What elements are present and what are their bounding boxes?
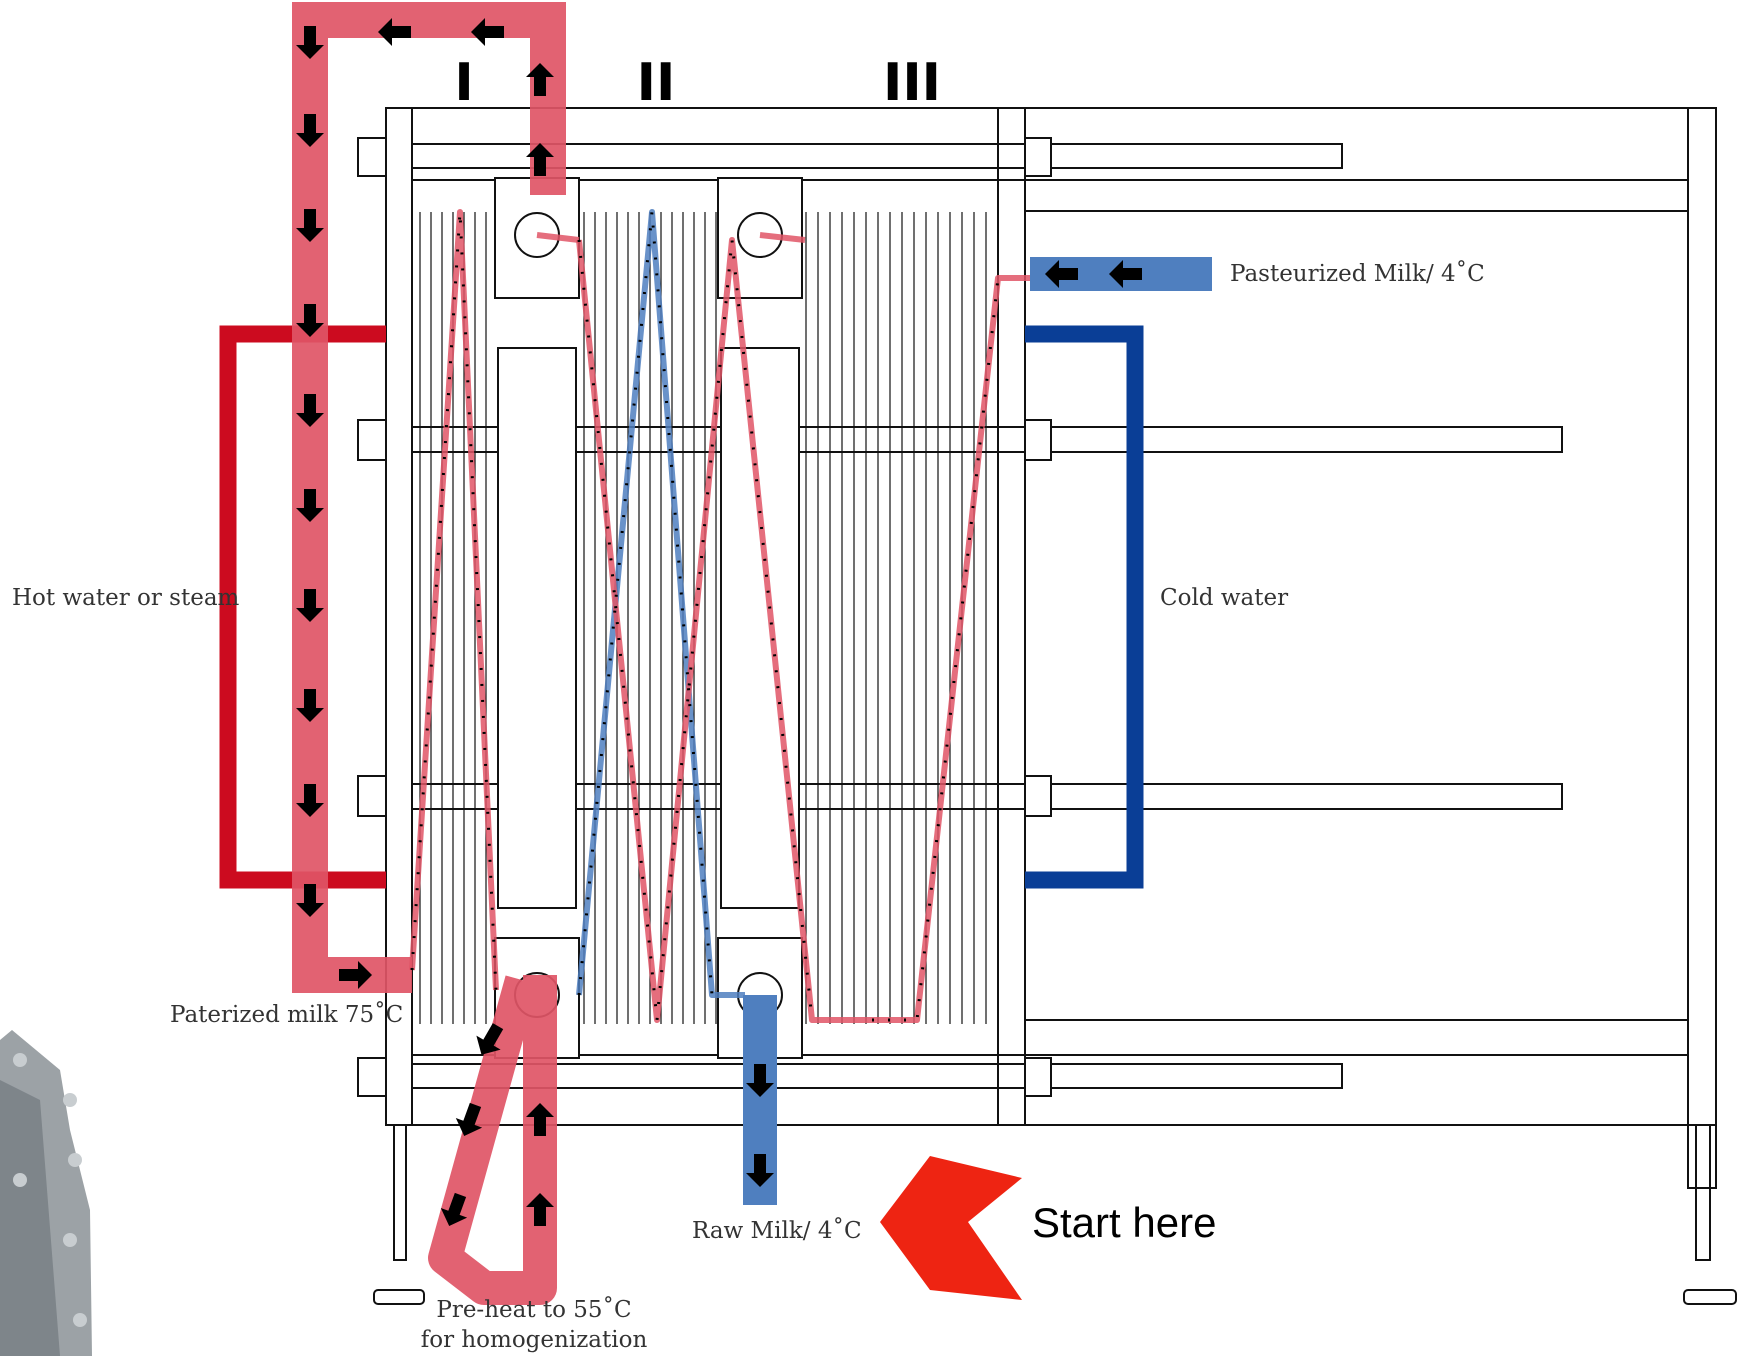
bolt-icon: [358, 1058, 386, 1096]
section-label-3: III: [883, 53, 941, 113]
bolt-icon: [358, 138, 386, 176]
section-label-1: I: [454, 53, 473, 113]
bolt-icon: [1025, 138, 1051, 176]
hot-water-label: Hot water or steam: [12, 585, 240, 611]
section-label-2: II: [637, 53, 676, 113]
cold-water-label: Cold water: [1160, 585, 1288, 611]
bolt-icon: [1025, 1058, 1051, 1096]
preheat-label-2: for homogenization: [421, 1327, 648, 1353]
pasterized-hot-label: Paterized milk 75˚C: [170, 1001, 403, 1028]
bolt-icon: [358, 420, 386, 460]
preheat-label: Pre-heat to 55˚C: [436, 1296, 631, 1323]
start-arrow-icon: [880, 1156, 1022, 1300]
bolt-icon: [358, 776, 386, 816]
start-here-label: Start here: [1032, 1199, 1216, 1246]
pasteurized-out-label: Pasteurized Milk/ 4˚C: [1230, 260, 1485, 287]
raw-milk-label: Raw Milk/ 4˚C: [692, 1217, 862, 1244]
bolt-icon: [1025, 420, 1051, 460]
machine-photo: [0, 1030, 92, 1356]
bolt-icon: [1025, 776, 1051, 816]
